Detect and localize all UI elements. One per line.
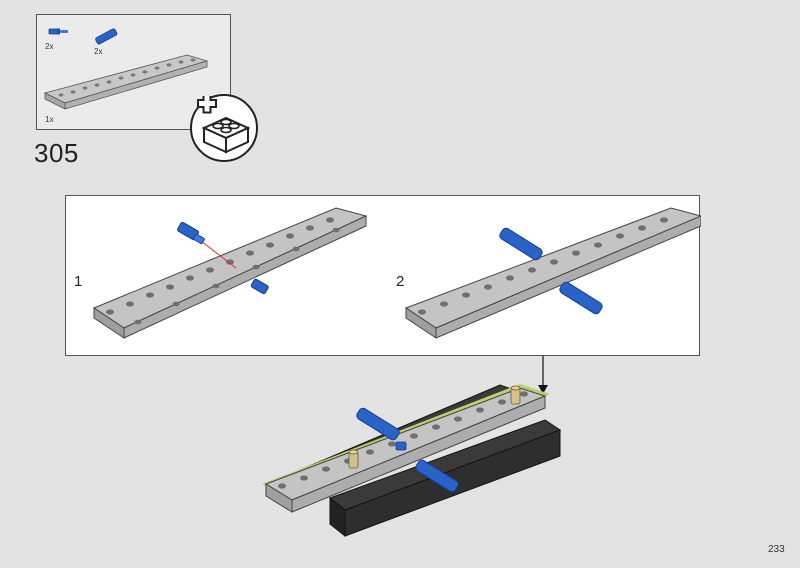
dark-beam-icon <box>298 384 562 538</box>
result-long-pin-bottom-icon <box>415 459 459 493</box>
substep-number-1: 1 <box>74 273 83 290</box>
gray-liftarm-beam-icon <box>43 54 209 110</box>
part-qty-beam: 1x <box>45 115 54 124</box>
substep-1-short-pin-icon <box>177 221 205 245</box>
step-number: 305 <box>34 138 79 168</box>
blue-long-pin-icon <box>95 28 118 45</box>
substep-2-long-pin-top-icon <box>499 227 543 261</box>
part-qty-short-pin: 2x <box>45 42 54 51</box>
result-short-pin-icon <box>395 441 407 451</box>
tan-axle-right-icon <box>510 385 521 405</box>
insertion-guide-line <box>200 240 237 269</box>
substep-2-long-pin-bottom-icon <box>559 281 603 315</box>
tan-axle-left-icon <box>348 449 359 469</box>
substep-1-bottom-pin-icon <box>250 278 269 295</box>
highlighted-beam-icon <box>262 384 550 513</box>
result-long-pin-top-icon <box>356 407 400 441</box>
add-brick-badge <box>190 94 258 162</box>
down-arrow-icon <box>538 356 548 394</box>
part-qty-long-pin: 2x <box>94 47 103 56</box>
substeps-illustration <box>92 207 701 339</box>
substep-2-beam-icon <box>404 207 701 339</box>
parts-list-illustration <box>43 28 209 110</box>
substep-number-2: 2 <box>396 273 405 290</box>
blue-short-pin-icon <box>48 28 68 35</box>
page-number: 233 <box>768 544 785 555</box>
substep-1-beam-icon <box>92 207 368 339</box>
add-brick-icon <box>197 96 251 154</box>
substeps-box: 1 2 <box>65 195 701 356</box>
parts-list-box: 2x 2x 1x <box>36 14 231 130</box>
